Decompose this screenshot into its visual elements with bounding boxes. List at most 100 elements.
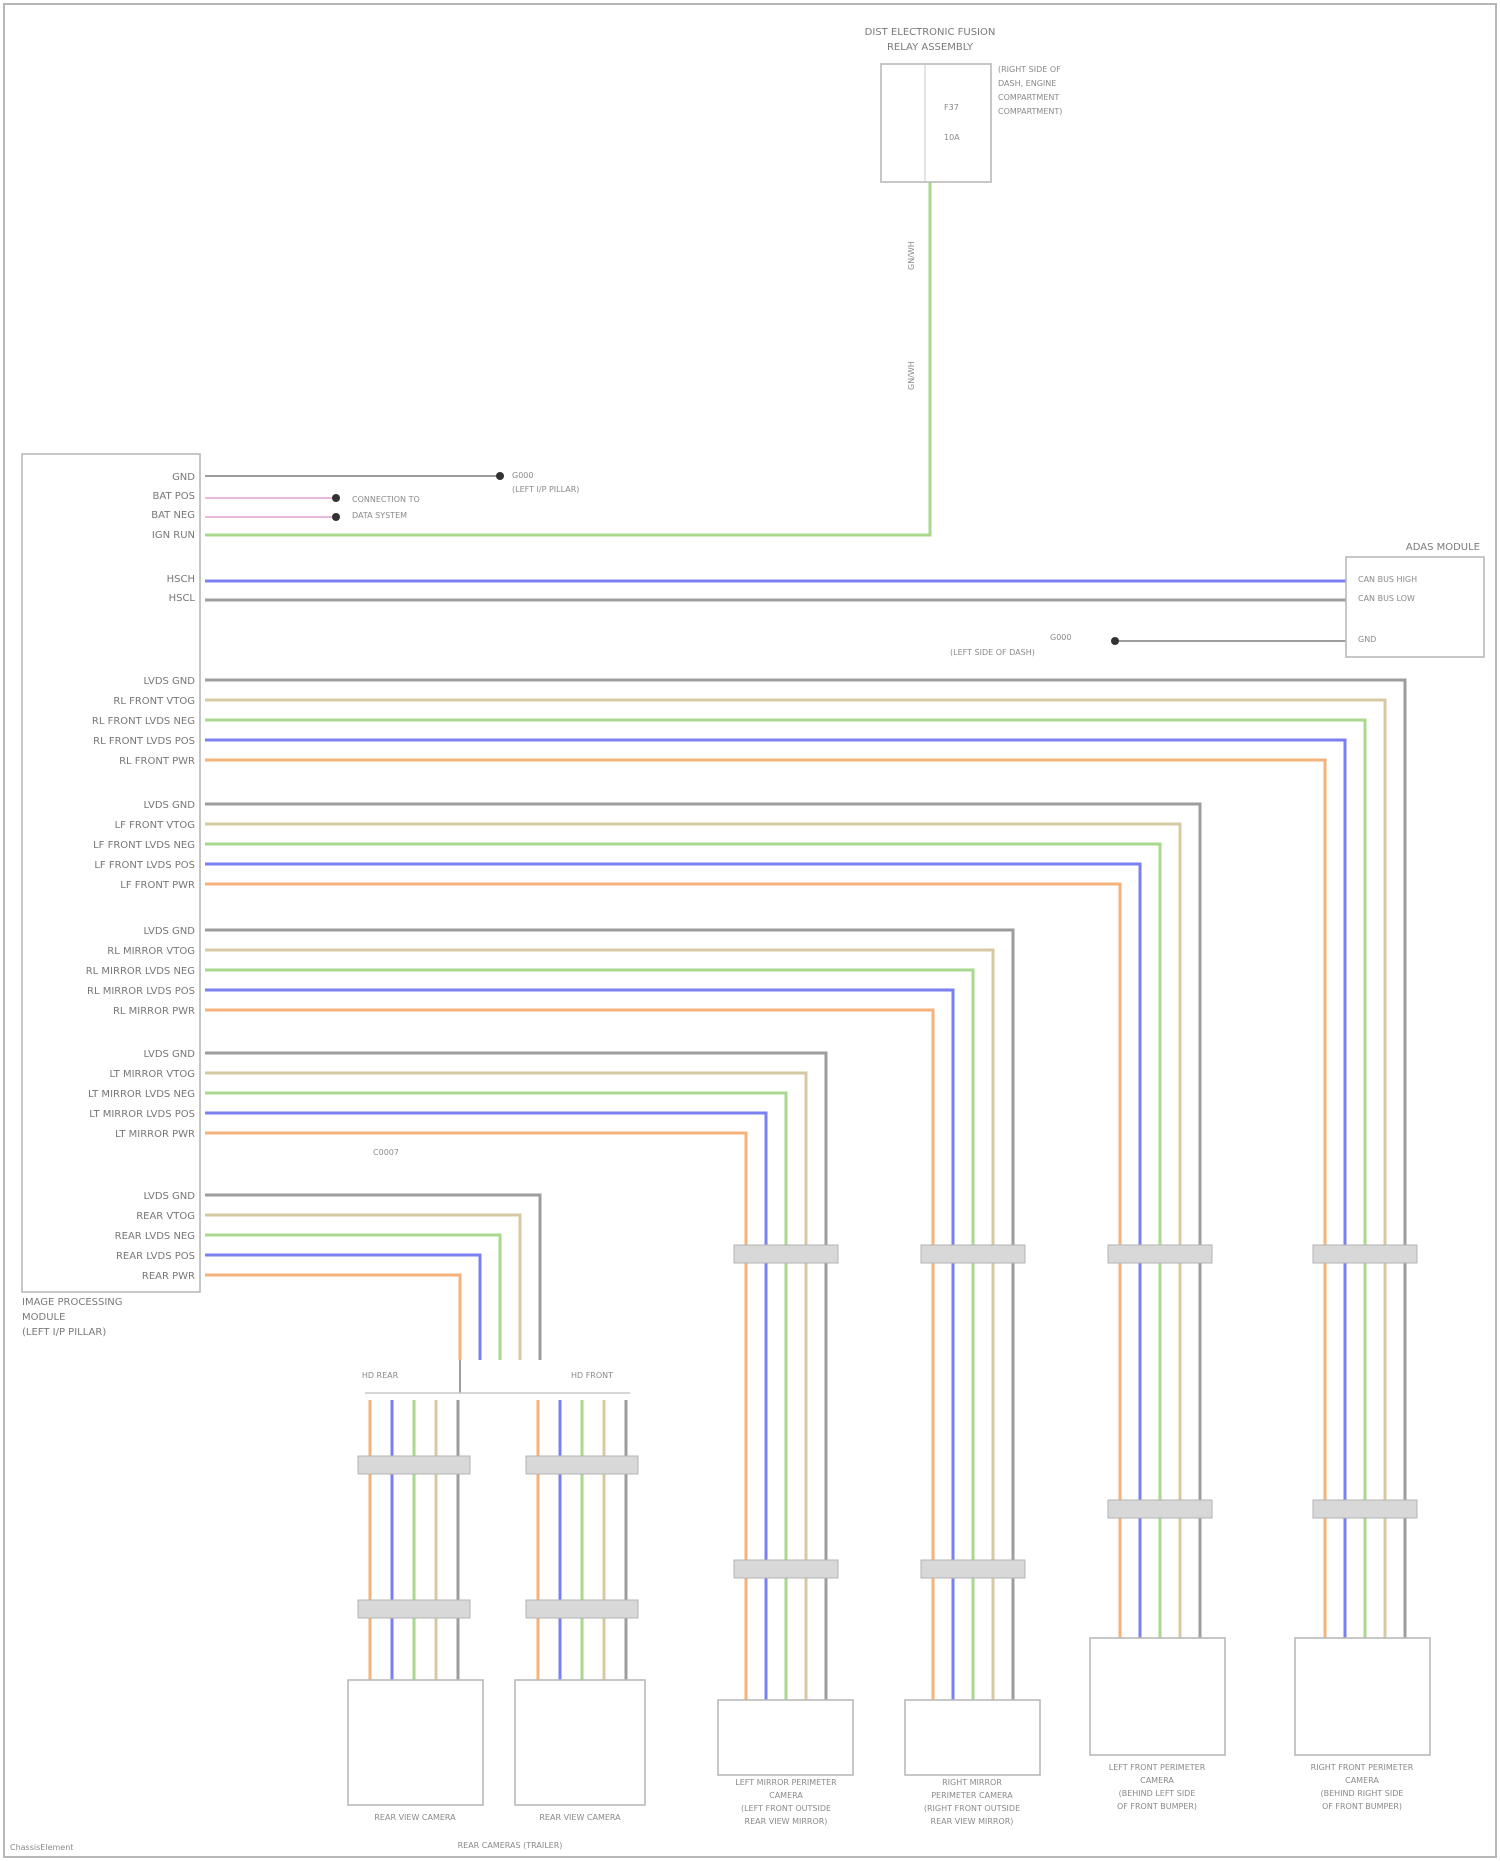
adas-pin-3: GND	[1358, 635, 1376, 644]
camera-pin-label: LT MIRROR VTOG	[109, 1069, 195, 1080]
connector-block	[734, 1245, 838, 1263]
splice-label-2: DATA SYSTEM	[352, 511, 407, 520]
fuse-relay-title-2: RELAY ASSEMBLY	[887, 42, 974, 53]
connector-block	[358, 1456, 470, 1474]
splice-node-1	[332, 494, 340, 502]
camera-caption-3: (BEHIND RIGHT SIDE	[1321, 1789, 1404, 1798]
camera-box	[348, 1680, 483, 1805]
camera-caption-4: REAR VIEW MIRROR)	[745, 1817, 828, 1826]
wire-rm-gray	[205, 930, 1013, 1700]
camera-pin-label: RL FRONT LVDS POS	[93, 736, 195, 747]
camera-box	[515, 1680, 645, 1805]
adas-ground-location: (LEFT SIDE OF DASH)	[950, 648, 1035, 657]
module-name-2: MODULE	[22, 1312, 65, 1323]
camera-box	[1090, 1638, 1225, 1755]
rear-pair-caption: REAR CAMERAS (TRAILER)	[458, 1841, 563, 1850]
pin-ign-run: IGN RUN	[152, 530, 195, 541]
fuse-label: F37	[944, 103, 959, 112]
splice-label-1: CONNECTION TO	[352, 495, 420, 504]
camera-caption-1: RIGHT FRONT PERIMETER	[1311, 1763, 1414, 1772]
camera-box	[905, 1700, 1040, 1775]
camera-pin-label: REAR PWR	[142, 1271, 195, 1282]
adas-module-title: ADAS MODULE	[1406, 542, 1480, 553]
rear-split-label-1: HD REAR	[362, 1371, 399, 1380]
wire-lm-orange	[205, 1133, 746, 1700]
camera-pin-label: LT MIRROR PWR	[115, 1129, 195, 1140]
camera-pin-label: REAR VTOG	[136, 1211, 195, 1222]
camera-pin-label: RL FRONT VTOG	[113, 696, 195, 707]
wire-ign-feed	[205, 182, 930, 535]
camera-pin-label: LF FRONT VTOG	[115, 820, 195, 831]
pin-bat-neg: BAT NEG	[151, 510, 195, 521]
camera-pin-label: REAR LVDS NEG	[115, 1231, 195, 1242]
wire-lm-green	[205, 1093, 786, 1700]
connector-block	[1313, 1500, 1417, 1518]
connector-block	[1313, 1245, 1417, 1263]
camera-pin-label: LF FRONT LVDS POS	[94, 860, 195, 871]
connector-block	[526, 1456, 638, 1474]
camera-caption-2: PERIMETER CAMERA	[931, 1791, 1013, 1800]
wire-rear-blue	[205, 1255, 480, 1360]
module-name-1: IMAGE PROCESSING	[22, 1297, 123, 1308]
camera-box	[1295, 1638, 1430, 1755]
camera-caption-3: (RIGHT FRONT OUTSIDE	[924, 1804, 1020, 1813]
wire-lf-green	[205, 844, 1160, 1640]
feed-label-2: GN/WH	[907, 361, 916, 390]
fuse-relay-assembly: DIST ELECTRONIC FUSION RELAY ASSEMBLY F3…	[865, 27, 1063, 182]
camera-pin-label: RL MIRROR PWR	[113, 1006, 195, 1017]
camera-pin-label: REAR LVDS POS	[116, 1251, 195, 1262]
module-name-3: (LEFT I/P PILLAR)	[22, 1327, 106, 1338]
connector-block	[921, 1560, 1025, 1578]
fuse-relay-box	[881, 64, 991, 182]
camera-pin-label: RL MIRROR LVDS NEG	[86, 966, 195, 977]
splice-node-2	[332, 513, 340, 521]
fuse-relay-side-1: (RIGHT SIDE OF	[998, 65, 1061, 74]
connector-block	[1108, 1245, 1212, 1263]
camera-caption-3: (LEFT FRONT OUTSIDE	[741, 1804, 831, 1813]
adas-pin-1: CAN BUS HIGH	[1358, 575, 1417, 584]
wire-lm-gray	[205, 1053, 826, 1700]
wire-lf-tan	[205, 824, 1180, 1640]
fuse-relay-side-4: COMPARTMENT)	[998, 107, 1062, 116]
wire-rm-green	[205, 970, 973, 1700]
ground-location: (LEFT I/P PILLAR)	[512, 485, 579, 494]
camera-caption-1: LEFT FRONT PERIMETER	[1109, 1763, 1206, 1772]
camera-right-mirror: RIGHT MIRROR PERIMETER CAMERA (RIGHT FRO…	[905, 1700, 1040, 1826]
fuse-relay-side-2: DASH, ENGINE	[998, 79, 1056, 88]
connector-block	[358, 1600, 470, 1618]
wire-rear-orange	[205, 1275, 460, 1360]
ground-label: G000	[512, 471, 533, 480]
connector-block	[734, 1560, 838, 1578]
camera-caption-1: REAR VIEW CAMERA	[374, 1813, 456, 1822]
connector-block	[921, 1245, 1025, 1263]
wire-rear-tan	[205, 1215, 520, 1360]
wire-rm-blue	[205, 990, 953, 1700]
camera-caption-1: LEFT MIRROR PERIMETER	[735, 1778, 837, 1787]
camera-rear-2: REAR VIEW CAMERA	[515, 1680, 645, 1822]
camera-caption-4: REAR VIEW MIRROR)	[931, 1817, 1014, 1826]
wire-rm-tan	[205, 950, 993, 1700]
fuse-relay-side-3: COMPARTMENT	[998, 93, 1059, 102]
pin-gnd: GND	[172, 472, 195, 483]
ground-node	[496, 472, 504, 480]
inline-connector-label: C0007	[373, 1148, 399, 1157]
pin-bat-pos: BAT POS	[153, 491, 195, 502]
camera-pin-label: LVDS GND	[144, 1049, 196, 1060]
wire-lm-blue	[205, 1113, 766, 1700]
adas-pin-2: CAN BUS LOW	[1358, 594, 1415, 603]
feed-label-1: GN/WH	[907, 241, 916, 270]
connector-block	[526, 1600, 638, 1618]
wire-rear-gray	[205, 1195, 540, 1360]
wire-layer	[205, 182, 1417, 1700]
wire-rf-tan	[205, 700, 1385, 1640]
camera-caption-2: CAMERA	[769, 1791, 803, 1800]
adas-ground-label: G000	[1050, 633, 1071, 642]
adas-ground-node	[1111, 637, 1119, 645]
pin-hsch: HSCH	[167, 574, 195, 585]
fuse-amp: 10A	[944, 133, 960, 142]
camera-pin-label: RL FRONT LVDS NEG	[92, 716, 195, 727]
camera-pin-label: LT MIRROR LVDS NEG	[88, 1089, 195, 1100]
camera-caption-3: (BEHIND LEFT SIDE	[1119, 1789, 1196, 1798]
camera-right-front: RIGHT FRONT PERIMETER CAMERA (BEHIND RIG…	[1295, 1638, 1430, 1811]
